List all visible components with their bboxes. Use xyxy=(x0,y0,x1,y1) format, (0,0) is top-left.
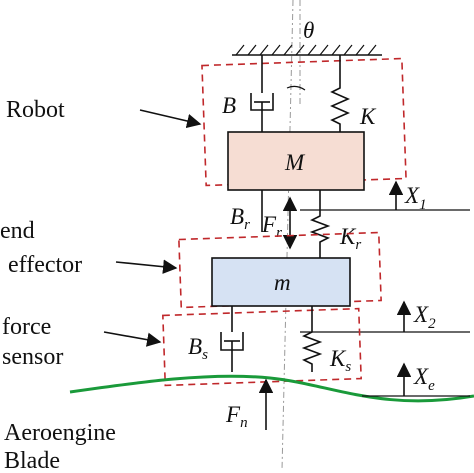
interaction-force-label: Fr xyxy=(261,212,282,241)
end-effector-boundary xyxy=(178,231,382,309)
robot-damping-label: B xyxy=(222,93,236,118)
blade-surface-curve xyxy=(69,374,474,403)
sensor-damper xyxy=(220,306,244,372)
robot-pointer-arrow xyxy=(139,109,202,129)
theta-angle-arc xyxy=(286,85,306,91)
effector-stiffness-label: Kr xyxy=(339,224,361,253)
fixed-ground xyxy=(232,44,382,56)
blade-label-line2: Blade xyxy=(4,448,60,473)
robot-label: Robot xyxy=(6,97,65,123)
theta-symbol: θ xyxy=(303,18,314,43)
robot-damper xyxy=(250,55,274,132)
end-effector-pointer-arrow xyxy=(115,259,178,274)
end-effector-mass-label: m xyxy=(274,270,291,295)
xe-label: Xe xyxy=(413,364,435,394)
end-effector-label-line1: end xyxy=(0,218,35,244)
sensor-damping-label: Bs xyxy=(188,334,208,363)
x2-label: X2 xyxy=(413,302,436,332)
blade-label-line1: Aeroengine xyxy=(4,420,116,446)
force-sensor-pointer-arrow xyxy=(103,331,162,347)
robot-spring xyxy=(330,55,350,132)
x1-label: X1 xyxy=(404,183,427,213)
normal-force-label: Fn xyxy=(225,402,248,431)
robot-effector-spring xyxy=(309,190,331,260)
force-sensor-label-line2: sensor xyxy=(2,344,63,370)
end-effector-label-line2: effector xyxy=(8,252,82,278)
sensor-spring xyxy=(301,306,323,372)
robot-mass-label: M xyxy=(284,150,306,175)
effector-damping-label: Br xyxy=(230,204,250,233)
end-effector-mass-block xyxy=(211,257,351,307)
robot-mass-block xyxy=(227,131,365,191)
robot-stiffness-label: K xyxy=(359,104,377,129)
sensor-stiffness-label: Ks xyxy=(329,346,351,375)
force-sensor-label-line1: force xyxy=(2,314,51,340)
